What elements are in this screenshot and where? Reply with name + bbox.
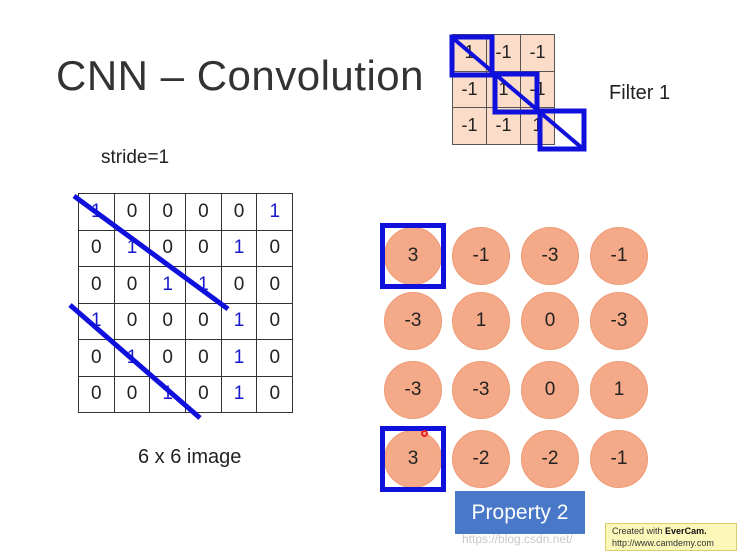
output-cell: -3 — [521, 227, 579, 285]
image-cell: 1 — [220, 302, 258, 340]
output-cell: -1 — [590, 430, 648, 488]
output-highlight-box — [380, 426, 446, 492]
image-cell: 0 — [149, 339, 187, 377]
image-cell: 1 — [220, 229, 258, 267]
filter-cell: -1 — [452, 107, 487, 145]
image-cell: 0 — [256, 302, 294, 340]
image-cell: 1 — [78, 302, 115, 340]
filter-cell: 1 — [452, 34, 487, 72]
image-cell: 0 — [256, 339, 294, 377]
filter-label: Filter 1 — [609, 82, 671, 104]
image-cell: 0 — [185, 229, 222, 267]
image-cell: 1 — [220, 375, 258, 413]
evercam-watermark: Created with EverCam. http://www.camdemy… — [605, 523, 737, 551]
image-cell: 0 — [78, 375, 115, 413]
image-cell: 1 — [149, 375, 187, 413]
filter-cell: 1 — [486, 70, 521, 108]
image-cell: 0 — [113, 302, 151, 340]
evercam-url: http://www.camdemy.com — [612, 538, 714, 548]
image-cell: 0 — [185, 375, 222, 413]
image-cell: 0 — [149, 302, 187, 340]
image-cell: 0 — [113, 193, 151, 231]
output-cell: -3 — [384, 292, 442, 350]
output-cell: -2 — [452, 430, 510, 488]
image-cell: 0 — [149, 229, 187, 267]
filter-cell: -1 — [520, 70, 555, 108]
image-cell: 0 — [256, 375, 294, 413]
evercam-brand: EverCam. — [665, 526, 707, 536]
image-cell: 0 — [149, 193, 187, 231]
page-title: CNN – Convolution — [56, 52, 425, 99]
output-cell: -3 — [452, 361, 510, 419]
output-highlight-box — [380, 223, 446, 289]
output-cell: 1 — [452, 292, 510, 350]
output-cell: -3 — [590, 292, 648, 350]
filter-cell: -1 — [452, 70, 487, 108]
image-size-label: 6 x 6 image — [138, 446, 242, 468]
image-cell: 1 — [78, 193, 115, 231]
image-cell: 1 — [113, 339, 151, 377]
filter-row: 1-1-1 — [452, 34, 555, 72]
output-cell: -2 — [521, 430, 579, 488]
image-cell: 0 — [78, 229, 115, 267]
output-cell: -1 — [452, 227, 510, 285]
image-cell: 1 — [113, 229, 151, 267]
stride-label: stride=1 — [101, 147, 170, 168]
image-cell: 0 — [113, 266, 151, 304]
image-cell: 0 — [78, 266, 115, 304]
output-cell: 3 — [384, 430, 442, 488]
image-cell: 0 — [185, 193, 222, 231]
output-cell: -1 — [590, 227, 648, 285]
image-cell: 1 — [256, 193, 294, 231]
image-cell: 0 — [256, 266, 294, 304]
output-cell: 1 — [590, 361, 648, 419]
image-cell: 0 — [113, 375, 151, 413]
filter-cell: -1 — [486, 107, 521, 145]
image-cell: 0 — [220, 266, 258, 304]
filter-cell: -1 — [520, 34, 555, 72]
image-cell: 0 — [185, 302, 222, 340]
filter-cell: 1 — [520, 107, 555, 145]
image-cell: 0 — [220, 193, 258, 231]
output-cell: -3 — [384, 361, 442, 419]
evercam-prefix: Created with — [612, 526, 663, 536]
output-cell: 0 — [521, 292, 579, 350]
image-cell: 0 — [185, 339, 222, 377]
image-cell: 0 — [78, 339, 115, 377]
filter-cell: -1 — [486, 34, 521, 72]
cursor-marker — [421, 430, 428, 437]
watermark-text: https://blog.csdn.net/ — [462, 532, 573, 546]
image-cell: 1 — [185, 266, 222, 304]
image-cell: 1 — [149, 266, 187, 304]
image-cell: 0 — [256, 229, 294, 267]
property-badge: Property 2 — [455, 491, 585, 534]
image-cell: 1 — [220, 339, 258, 377]
output-cell: 0 — [521, 361, 579, 419]
